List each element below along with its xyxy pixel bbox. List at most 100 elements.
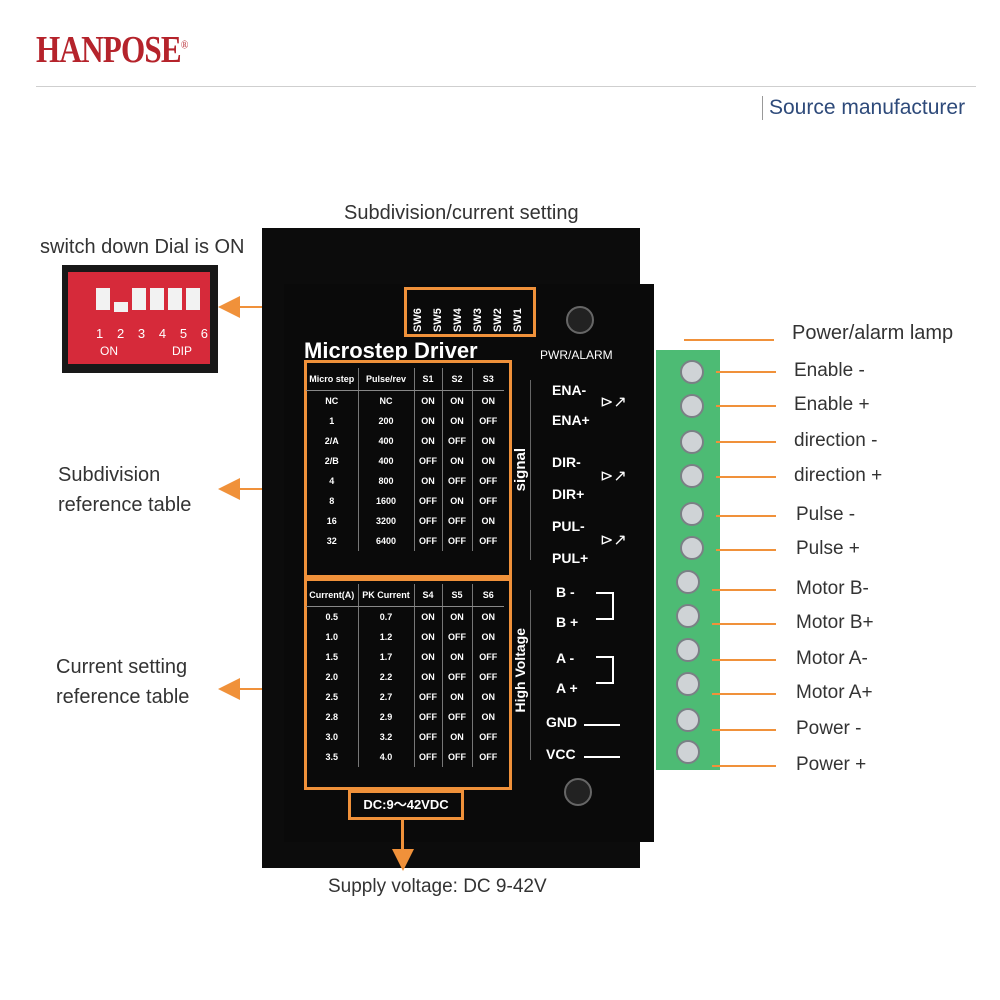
- table-cell: 2.5: [306, 687, 359, 707]
- table-cell: 3.2: [358, 727, 415, 747]
- table-header-cell: Micro step: [306, 368, 359, 391]
- pin-label-ena-minus: ENA-: [552, 382, 587, 398]
- table-header-row: Micro step Pulse/rev S1 S2 S3: [306, 368, 504, 391]
- switch-label: SW2: [492, 308, 504, 332]
- terminal-screw-icon[interactable]: [680, 360, 704, 384]
- table-cell: NC: [306, 390, 359, 411]
- subdivision-ref-label-2: reference table: [58, 494, 192, 516]
- table-cell: OFF: [414, 451, 443, 471]
- signal-bracket: [530, 380, 531, 560]
- current-ref-label-1: Current setting: [56, 656, 188, 678]
- table-cell: 1: [306, 411, 359, 431]
- dip-key-2: [114, 302, 128, 312]
- table-cell: 400: [358, 451, 415, 471]
- table-cell: ON: [442, 606, 473, 627]
- terminal-label-power-alarm: Power/alarm lamp: [792, 322, 954, 344]
- table-cell: OFF: [414, 707, 443, 727]
- signal-terminal-block: [656, 350, 720, 562]
- dip-number: 1: [96, 326, 104, 341]
- table-cell: NC: [358, 390, 415, 411]
- table-cell: 1.2: [358, 627, 415, 647]
- table-cell: OFF: [479, 496, 498, 506]
- table-cell: ON: [442, 727, 473, 747]
- terminal-screw-icon[interactable]: [676, 740, 700, 764]
- pin-label-dir-minus: DIR-: [552, 454, 581, 470]
- table-cell: 1.7: [358, 647, 415, 667]
- leader-line: [716, 515, 776, 517]
- dip-key-5: [168, 288, 182, 310]
- terminal-screw-icon[interactable]: [676, 708, 700, 732]
- table-cell: 2.8: [306, 707, 359, 727]
- dip-numbers: 1 2 3 4 5 6: [96, 326, 208, 341]
- table-cell: 6400: [358, 531, 415, 551]
- table-cell: OFF: [414, 687, 443, 707]
- table-header-cell: S3: [472, 368, 504, 391]
- table-cell: ON: [414, 431, 443, 451]
- leader-line: [712, 729, 776, 731]
- dip-key-3: [132, 288, 146, 310]
- table-header-cell: S6: [472, 584, 504, 607]
- subdivision-ref-label-1: Subdivision: [58, 464, 161, 486]
- terminal-label-enable-plus: Enable +: [794, 394, 870, 415]
- terminal-screw-icon[interactable]: [680, 394, 704, 418]
- terminal-screw-icon[interactable]: [680, 430, 704, 454]
- supply-arrow-shaft: [401, 817, 404, 851]
- terminal-screw-icon[interactable]: [676, 604, 700, 628]
- dip-number: 3: [137, 326, 146, 341]
- table-cell: 2/B: [306, 451, 359, 471]
- table-cell: 32: [306, 531, 359, 551]
- leader-line: [712, 589, 776, 591]
- table-cell: ON: [414, 667, 443, 687]
- dip-arrow-head: [218, 296, 240, 318]
- terminal-label-power-minus: Power -: [796, 718, 862, 739]
- terminal-screw-icon[interactable]: [680, 502, 704, 526]
- terminal-label-pulse-plus: Pulse +: [796, 538, 860, 559]
- switch-label: SW6: [412, 308, 424, 332]
- table-cell: ON: [481, 456, 496, 466]
- switch-down-label: switch down Dial is ON: [40, 236, 245, 258]
- brand-logo: HANPOSE®: [36, 29, 188, 71]
- pin-label-a-minus: A -: [556, 650, 575, 666]
- terminal-screw-icon[interactable]: [680, 536, 704, 560]
- table-cell: 3.5: [306, 747, 359, 767]
- table-header-cell: S5: [442, 584, 473, 607]
- leader-line: [684, 339, 774, 341]
- table-header-row: Current(A) PK Current S4 S5 S6: [306, 584, 504, 607]
- coil-a-icon: [596, 656, 614, 684]
- dip-number: 4: [158, 326, 167, 341]
- table-cell: 2.7: [358, 687, 415, 707]
- table-cell: OFF: [479, 732, 498, 742]
- table-cell: 16: [306, 511, 359, 531]
- dc-voltage-box: DC:9～42VDC: [348, 790, 464, 820]
- switch-label: SW5: [432, 308, 444, 332]
- pin-label-dir-plus: DIR+: [552, 486, 585, 502]
- terminal-screw-icon[interactable]: [680, 464, 704, 488]
- terminal-screw-icon[interactable]: [676, 672, 700, 696]
- terminal-screw-icon[interactable]: [676, 570, 700, 594]
- top-screw-icon: [566, 306, 594, 334]
- dip-switch-body: [68, 272, 210, 364]
- optocoupler-icon-dir: ⊳↗: [600, 468, 627, 485]
- terminal-label-power-plus: Power +: [796, 754, 867, 775]
- supply-arrow-head: [392, 849, 414, 871]
- microstep-table-box: [304, 360, 512, 578]
- table-cell: ON: [442, 491, 473, 511]
- table-cell: 200: [358, 411, 415, 431]
- table-cell: ON: [481, 396, 496, 406]
- subdivision-current-setting-label: Subdivision/current setting: [344, 202, 579, 224]
- bottom-screw-icon: [564, 778, 592, 806]
- terminal-screw-icon[interactable]: [676, 638, 700, 662]
- table-cell: OFF: [442, 511, 473, 531]
- table-cell: ON: [481, 516, 496, 526]
